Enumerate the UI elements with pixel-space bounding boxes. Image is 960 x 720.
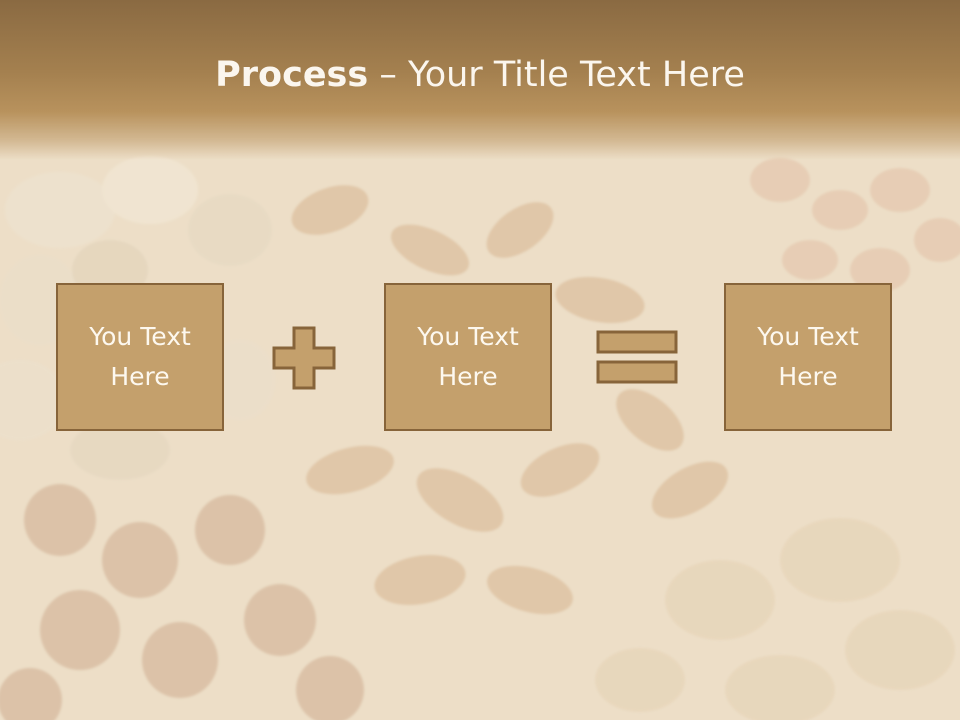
plus-icon xyxy=(272,326,336,390)
process-box-2-label: You Text Here xyxy=(417,322,519,391)
process-box-3: You Text Here xyxy=(724,283,892,431)
title-separator: – xyxy=(368,55,408,95)
process-box-1-label: You Text Here xyxy=(89,322,191,391)
equals-icon xyxy=(596,330,678,384)
slide-title: Process – Your Title Text Here xyxy=(0,52,960,98)
process-box-2: You Text Here xyxy=(384,283,552,431)
process-box-3-label: You Text Here xyxy=(757,322,859,391)
title-bold: Process xyxy=(215,55,369,95)
process-box-1: You Text Here xyxy=(56,283,224,431)
title-rest: Your Title Text Here xyxy=(407,55,745,95)
title-banner xyxy=(0,0,960,160)
